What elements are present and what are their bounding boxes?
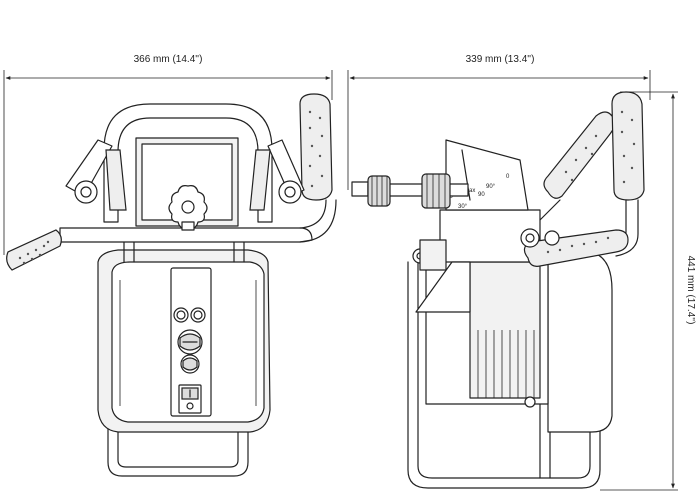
height-label: 441 mm (17.4'')	[685, 256, 696, 325]
side-view: 0 90° max 90 45° 30°	[351, 91, 645, 489]
depth-dimension: 339 mm (13.4'')	[347, 54, 651, 190]
upper-grip-texture	[564, 134, 598, 182]
width-dimension: 366 mm (14.4'')	[3, 54, 333, 255]
width-label: 366 mm (14.4'')	[134, 54, 203, 65]
left-grip-texture	[18, 240, 50, 265]
svg-text:90°: 90°	[486, 184, 496, 190]
right-grip-texture	[308, 110, 324, 188]
indicator-light-icon	[173, 307, 189, 323]
svg-text:0: 0	[506, 174, 510, 180]
depth-label: 339 mm (13.4'')	[466, 54, 535, 65]
left-roller-icon	[74, 180, 98, 204]
svg-text:30°: 30°	[458, 204, 468, 210]
svg-text:max: max	[464, 188, 475, 194]
svg-text:90: 90	[478, 192, 485, 198]
hinge-icon	[520, 228, 540, 248]
upright-grip-texture	[620, 110, 636, 184]
angle-dial: 0 90° max 90 45° 30°	[446, 174, 510, 210]
svg-text:45°: 45°	[446, 194, 456, 200]
indicator-light-icon	[190, 307, 206, 323]
right-roller-icon	[278, 180, 302, 204]
spring-left-icon	[367, 175, 391, 207]
cooling-fins	[477, 330, 535, 398]
star-knob-icon	[168, 185, 208, 231]
spring-right-icon	[421, 173, 451, 209]
front-view	[6, 93, 337, 477]
lower-grip-texture	[546, 236, 610, 254]
